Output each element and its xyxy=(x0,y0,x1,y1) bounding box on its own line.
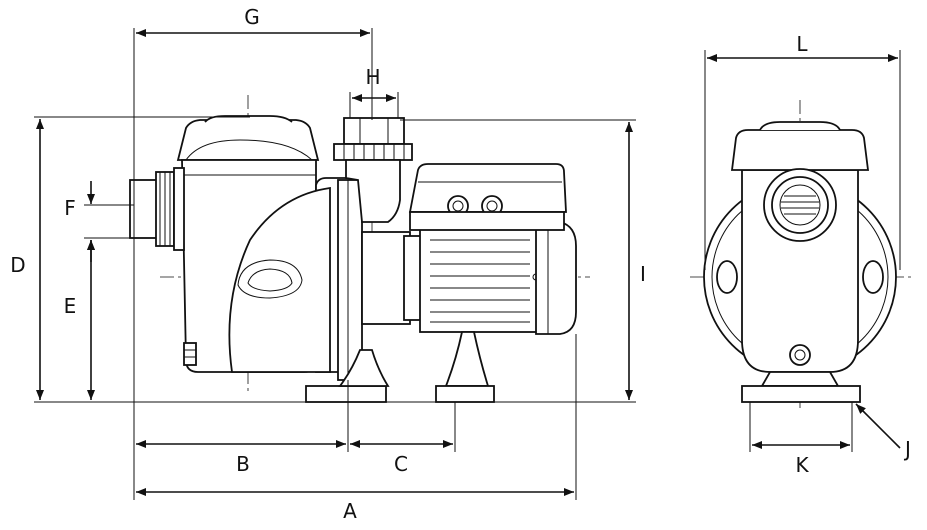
label-l: L xyxy=(796,32,808,56)
label-g: G xyxy=(244,5,260,29)
label-c: C xyxy=(394,452,408,476)
label-b: B xyxy=(236,452,250,476)
label-a: A xyxy=(343,499,357,523)
label-e: E xyxy=(64,294,77,318)
label-i: I xyxy=(640,262,646,286)
label-f: F xyxy=(64,196,76,220)
label-k: K xyxy=(795,453,809,477)
pump-front-view xyxy=(690,100,912,408)
pump-side-view xyxy=(129,95,590,403)
label-j: J xyxy=(903,437,911,461)
label-d: D xyxy=(10,253,25,277)
label-h: H xyxy=(365,65,380,89)
